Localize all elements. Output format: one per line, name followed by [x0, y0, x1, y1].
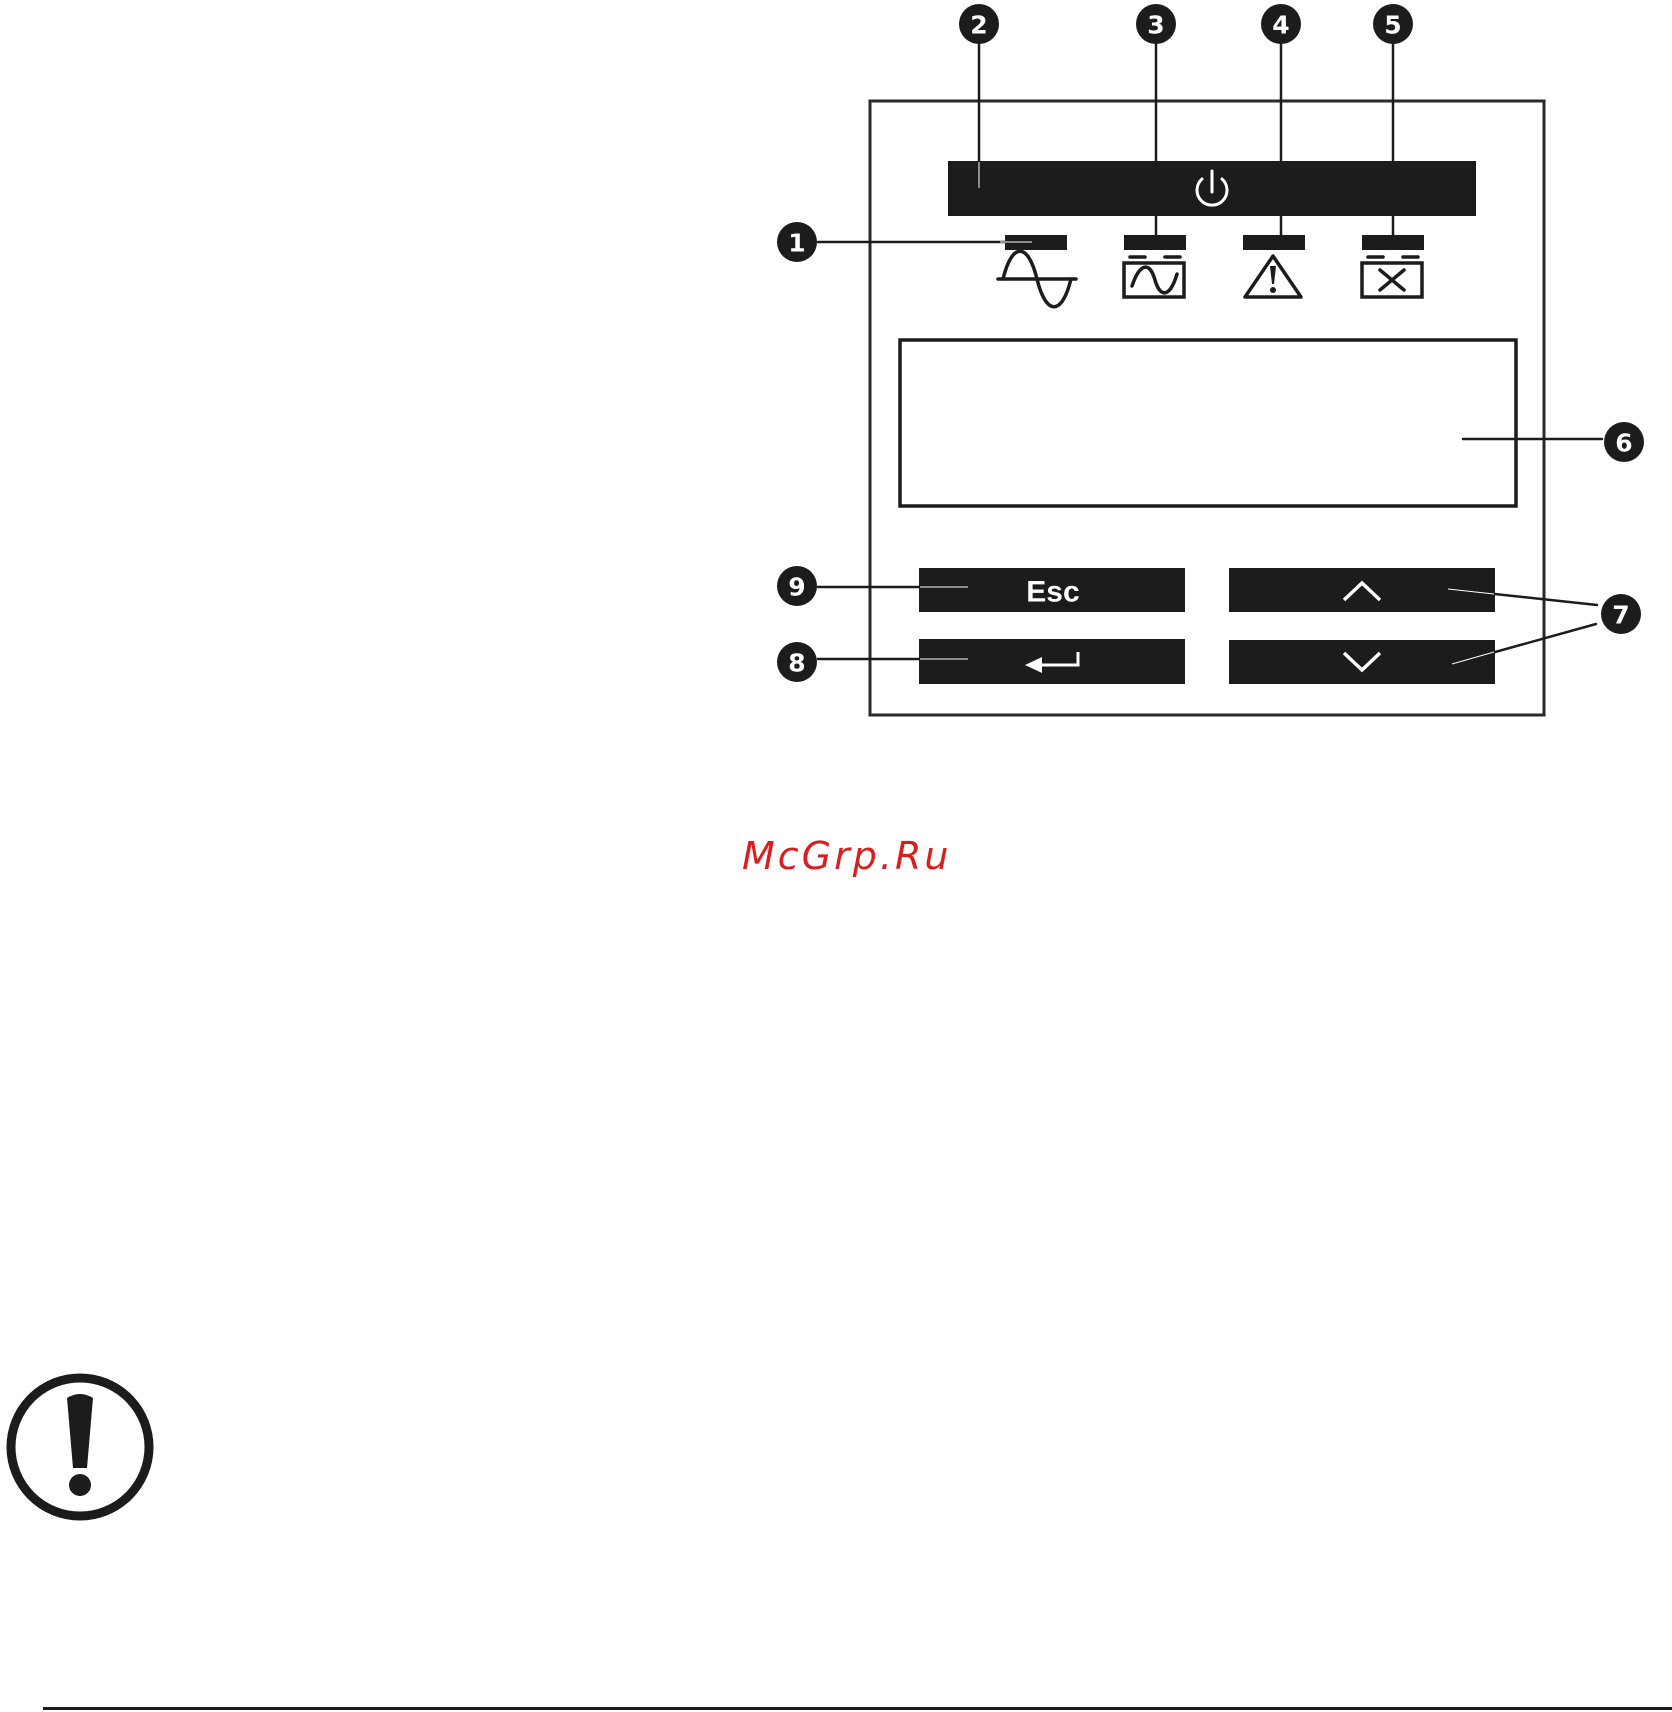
- callout-5: 5: [1373, 4, 1413, 44]
- callout-5-label: 5: [1384, 11, 1401, 40]
- esc-button[interactable]: Esc: [919, 568, 1185, 612]
- watermark-text: McGrp.Ru: [742, 834, 951, 878]
- callout-8-label: 8: [788, 649, 805, 678]
- callout-1: 1: [777, 222, 817, 262]
- callout-7-label: 7: [1612, 601, 1629, 630]
- callout-2-label: 2: [970, 11, 987, 40]
- callout-2: 2: [959, 4, 999, 44]
- enter-button[interactable]: [919, 639, 1185, 684]
- on-battery-icon: [1124, 257, 1184, 297]
- fault-led: [1243, 235, 1305, 250]
- callout-6: 6: [1604, 422, 1644, 462]
- callout-3: 3: [1136, 4, 1176, 44]
- online-sine-wave-icon: [998, 251, 1076, 307]
- power-button[interactable]: [948, 161, 1476, 216]
- callout-9-label: 9: [788, 573, 805, 602]
- callout-8: 8: [777, 642, 817, 682]
- replace-battery-icon: [1362, 257, 1422, 297]
- callout-3-label: 3: [1147, 11, 1164, 40]
- warning-triangle-icon: [1245, 256, 1301, 297]
- exclamation-circle-icon: [11, 1378, 149, 1516]
- callout-4-label: 4: [1272, 11, 1289, 40]
- callout-1-label: 1: [788, 229, 805, 258]
- footer-rule: [43, 1707, 1672, 1710]
- callout-7: 7: [1601, 594, 1641, 634]
- callout-6-label: 6: [1615, 429, 1632, 458]
- callout-9: 9: [777, 566, 817, 606]
- callout-4: 4: [1261, 4, 1301, 44]
- esc-button-label: Esc: [1026, 576, 1079, 609]
- lcd-display: [900, 340, 1516, 506]
